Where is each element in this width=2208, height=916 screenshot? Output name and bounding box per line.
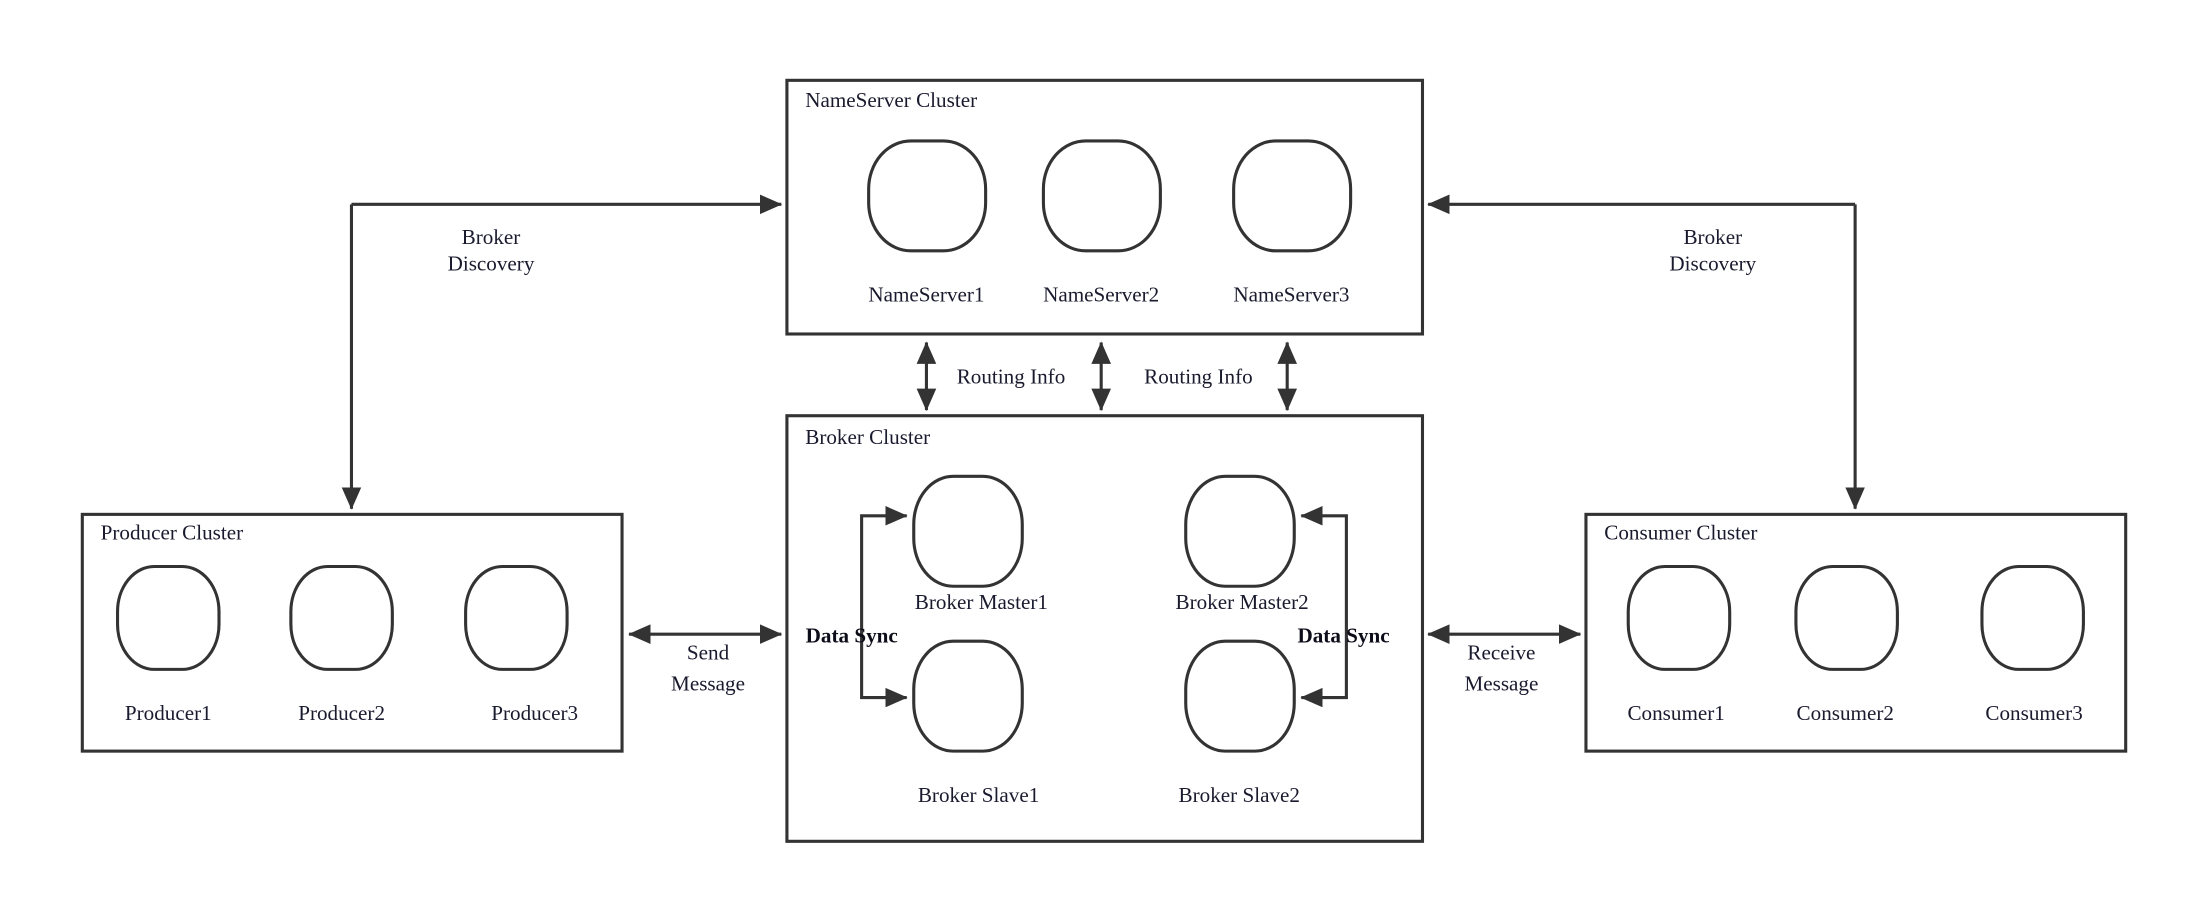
edge-broker-discovery-right-label-line2: Discovery <box>1669 252 1756 276</box>
node-broker-master1[interactable]: Broker Master1 <box>912 474 1048 614</box>
node-consumer2-label: Consumer2 <box>1797 701 1894 725</box>
edge-routing-info-1-label: Routing Info <box>957 364 1066 388</box>
node-consumer1-label: Consumer1 <box>1627 701 1724 725</box>
node-broker-slave1-label: Broker Slave1 <box>918 783 1039 807</box>
edge-receive-message-label-line1: Receive <box>1467 641 1535 665</box>
node-consumer1[interactable]: Consumer1 <box>1626 564 1732 726</box>
node-broker-master2-label: Broker Master2 <box>1176 590 1309 614</box>
node-nameserver1[interactable]: NameServer1 <box>867 139 988 307</box>
node-producer1[interactable]: Producer1 <box>115 564 221 726</box>
edge-broker-discovery-left-label-line2: Discovery <box>448 252 535 276</box>
node-producer3[interactable]: Producer3 <box>464 564 578 726</box>
edge-broker-discovery-left-label-line1: Broker <box>462 225 521 249</box>
edge-data-sync-left-label: Data Sync <box>806 624 898 648</box>
node-consumer3-label: Consumer3 <box>1985 701 2082 725</box>
cluster-producer[interactable]: Producer Cluster Producer1 Producer2 Pro… <box>80 512 624 753</box>
node-broker-master1-shape <box>912 474 1024 588</box>
node-broker-slave2-label: Broker Slave2 <box>1179 783 1300 807</box>
node-nameserver2[interactable]: NameServer2 <box>1041 139 1162 307</box>
node-producer3-label: Producer3 <box>491 701 578 725</box>
edge-routing-info-2-label: Routing Info <box>1144 364 1253 388</box>
edge-broker-discovery-left[interactable]: Broker Discovery <box>341 194 783 510</box>
node-broker-slave2-shape <box>1184 639 1296 753</box>
edge-data-sync-right-label: Data Sync <box>1297 624 1389 648</box>
edge-send-message-label-line2: Message <box>671 672 745 696</box>
cluster-consumer[interactable]: Consumer Cluster Consumer1 Consumer2 Con… <box>1584 512 2128 753</box>
cluster-broker-title: Broker Cluster <box>805 425 930 449</box>
edge-send-message-label-line1: Send <box>687 641 730 665</box>
node-broker-master1-label: Broker Master1 <box>915 590 1048 614</box>
node-consumer1-shape <box>1626 564 1732 671</box>
node-broker-master2[interactable]: Broker Master2 <box>1176 474 1309 614</box>
node-producer2-shape <box>289 564 394 671</box>
node-consumer2[interactable]: Consumer2 <box>1794 564 1899 726</box>
node-nameserver2-shape <box>1041 139 1162 253</box>
edge-receive-message[interactable]: Receive Message <box>1427 624 1582 696</box>
node-producer3-shape <box>464 564 569 671</box>
node-producer1-label: Producer1 <box>125 701 212 725</box>
node-nameserver1-label: NameServer1 <box>868 283 984 307</box>
cluster-nameserver[interactable]: NameServer Cluster NameServer1 NameServe… <box>785 78 1425 336</box>
edge-send-message[interactable]: Send Message <box>628 624 783 696</box>
node-consumer2-shape <box>1794 564 1899 671</box>
edge-data-sync-left[interactable]: Data Sync <box>806 505 908 708</box>
cluster-producer-title: Producer Cluster <box>101 521 244 545</box>
cluster-nameserver-title: NameServer Cluster <box>805 88 977 112</box>
node-nameserver1-shape <box>867 139 988 253</box>
edge-receive-message-label-line2: Message <box>1464 672 1538 696</box>
edge-broker-discovery-right[interactable]: Broker Discovery <box>1427 194 1865 510</box>
cluster-broker[interactable]: Broker Cluster Broker Master1 Broker Mas… <box>785 414 1425 843</box>
node-nameserver3-label: NameServer3 <box>1233 283 1349 307</box>
node-nameserver3[interactable]: NameServer3 <box>1232 139 1353 307</box>
node-broker-slave2[interactable]: Broker Slave2 <box>1179 639 1300 807</box>
node-producer2[interactable]: Producer2 <box>289 564 394 726</box>
node-consumer3-shape <box>1980 564 2085 671</box>
edge-routing-info-group[interactable]: Routing Info Routing Info <box>916 341 1298 411</box>
node-producer1-shape <box>115 564 221 671</box>
edge-data-sync-left-path <box>860 505 908 708</box>
node-consumer3[interactable]: Consumer3 <box>1980 564 2085 726</box>
node-producer2-label: Producer2 <box>298 701 385 725</box>
node-broker-master2-shape <box>1184 474 1296 588</box>
edge-broker-discovery-right-label-line1: Broker <box>1683 225 1742 249</box>
node-nameserver2-label: NameServer2 <box>1043 283 1159 307</box>
node-broker-slave1-shape <box>912 639 1024 753</box>
node-broker-slave1[interactable]: Broker Slave1 <box>912 639 1040 807</box>
edge-data-sync-right-path <box>1300 505 1348 708</box>
edge-data-sync-right[interactable]: Data Sync <box>1297 505 1390 708</box>
node-nameserver3-shape <box>1232 139 1353 253</box>
cluster-consumer-title: Consumer Cluster <box>1604 521 1757 545</box>
